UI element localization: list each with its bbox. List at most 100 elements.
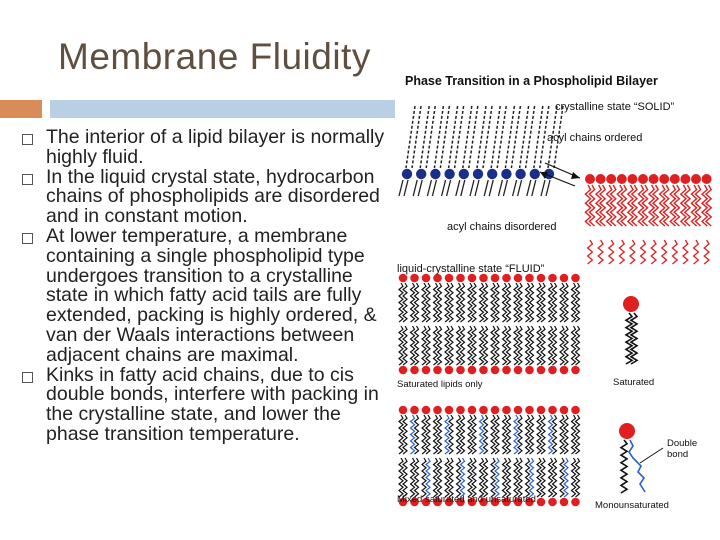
bilayer-head-bottom bbox=[479, 365, 488, 375]
acyl-ordered-label: acyl chains ordered bbox=[547, 132, 643, 144]
solid-tail-upper bbox=[553, 105, 564, 169]
bilayer-tail bbox=[494, 282, 500, 323]
bilayer-tail bbox=[482, 457, 489, 498]
fluid-head bbox=[606, 174, 617, 184]
solid-head bbox=[515, 168, 526, 180]
solid-tail-upper bbox=[453, 105, 465, 169]
bilayer-head-bottom bbox=[444, 365, 454, 375]
saturated-lipids-label: Saturated lipids only bbox=[397, 379, 483, 390]
solid-head bbox=[401, 168, 413, 180]
bilayer-tail bbox=[398, 414, 404, 455]
bilayer-tail bbox=[471, 414, 477, 455]
bilayer-tail bbox=[409, 457, 416, 498]
bilayer-tail bbox=[425, 414, 431, 455]
bilayer-tail bbox=[444, 325, 450, 366]
bullet-square-icon bbox=[22, 371, 33, 383]
bilayer-tail bbox=[455, 414, 462, 455]
bilayer-head-top bbox=[559, 405, 569, 415]
bilayer-head-top bbox=[490, 405, 500, 415]
bilayer-head-bottom bbox=[421, 497, 431, 507]
fluid-tail bbox=[694, 184, 702, 227]
saturated-lipid-tail bbox=[624, 312, 634, 365]
bilayer-tail bbox=[444, 457, 450, 498]
bilayer-head-top bbox=[456, 405, 465, 415]
bilayer-tail bbox=[528, 414, 535, 455]
bilayer-head-top bbox=[571, 273, 580, 283]
fluid-tail bbox=[673, 184, 681, 227]
bilayer-tail bbox=[409, 414, 416, 455]
bilayer-tail bbox=[524, 414, 531, 455]
mono-lipid-head bbox=[619, 423, 635, 439]
bullet-text: In the liquid crystal state, hydrocarbon… bbox=[46, 165, 380, 228]
double-bond-text: Double bond bbox=[667, 438, 698, 460]
bilayer-tail bbox=[482, 414, 489, 455]
bilayer-tail bbox=[467, 282, 473, 323]
double-bond-pointer bbox=[639, 447, 664, 464]
fluid-head bbox=[627, 174, 638, 184]
bilayer-tail bbox=[517, 282, 523, 323]
bilayer-tail bbox=[448, 282, 454, 323]
bilayer-tail bbox=[547, 282, 554, 323]
bilayer-tail bbox=[501, 282, 508, 323]
solid-tail-lower bbox=[526, 179, 532, 197]
bilayer-tail bbox=[540, 457, 546, 498]
bilayer-tail bbox=[402, 282, 408, 323]
bilayer-tail bbox=[524, 457, 531, 498]
bilayer-tail bbox=[517, 457, 523, 498]
solid-tail-upper bbox=[524, 105, 536, 169]
bilayer-tail bbox=[563, 282, 569, 323]
bilayer-tail bbox=[494, 457, 500, 498]
bilayer-tail bbox=[574, 282, 581, 323]
bilayer-tail bbox=[432, 282, 439, 323]
bilayer-tail bbox=[570, 457, 577, 498]
fluid-head bbox=[616, 174, 627, 184]
bilayer-head-bottom bbox=[559, 497, 569, 507]
bilayer-tail bbox=[574, 414, 581, 455]
solid-tail-upper bbox=[468, 105, 479, 169]
solid-tail-lower bbox=[417, 179, 423, 197]
bilayer-tail bbox=[482, 325, 489, 366]
bilayer-tail bbox=[559, 414, 565, 455]
bilayer-tail bbox=[563, 414, 569, 455]
bilayer-tail bbox=[436, 457, 443, 498]
bilayer-head-top bbox=[444, 273, 454, 283]
fluid-tail-lower bbox=[681, 239, 689, 265]
mono-lipid-tail bbox=[619, 439, 629, 494]
bilayer-tail bbox=[471, 457, 477, 498]
bilayer-head-top bbox=[513, 273, 523, 283]
bilayer-tail bbox=[536, 414, 542, 455]
bilayer-tail bbox=[528, 457, 535, 498]
bilayer-head-bottom bbox=[444, 497, 454, 507]
fluid-tail bbox=[700, 184, 709, 227]
bilayer-head-bottom bbox=[398, 497, 408, 507]
bilayer-head-top bbox=[548, 273, 557, 283]
fluid-tail-lower bbox=[660, 239, 668, 265]
bullet-square-icon bbox=[22, 173, 33, 185]
bilayer-head-top bbox=[444, 405, 454, 415]
solid-tail-lower bbox=[502, 179, 509, 197]
bilayer-tail bbox=[551, 457, 558, 498]
bilayer-head-top bbox=[513, 405, 523, 415]
figure-drawing bbox=[398, 105, 713, 507]
mixed-lipids-label: Mixed saturated and unsaturated bbox=[397, 494, 536, 505]
bilayer-head-top bbox=[398, 273, 408, 283]
bilayer-tail bbox=[471, 282, 477, 323]
bilayer-tail bbox=[570, 414, 577, 455]
fluid-tail bbox=[690, 184, 698, 227]
bilayer-tail bbox=[421, 325, 427, 366]
bilayer-tail bbox=[536, 457, 542, 498]
bilayer-head-bottom bbox=[559, 365, 569, 375]
figure-title: Phase Transition in a Phospholipid Bilay… bbox=[405, 74, 658, 88]
bilayer-head-top bbox=[536, 273, 546, 283]
solid-tail-upper bbox=[510, 105, 522, 169]
solid-tail-lower bbox=[445, 179, 452, 197]
bilayer-tail bbox=[536, 282, 542, 323]
bilayer-head-top bbox=[559, 273, 569, 283]
fluid-tail bbox=[679, 184, 688, 227]
bilayer-tail bbox=[505, 325, 512, 366]
solid-tail-lower bbox=[455, 179, 461, 197]
solid-tail-lower bbox=[398, 179, 404, 197]
bilayer-head-top bbox=[502, 273, 511, 283]
fluid-head bbox=[648, 174, 659, 184]
solid-tail-upper bbox=[547, 105, 558, 169]
